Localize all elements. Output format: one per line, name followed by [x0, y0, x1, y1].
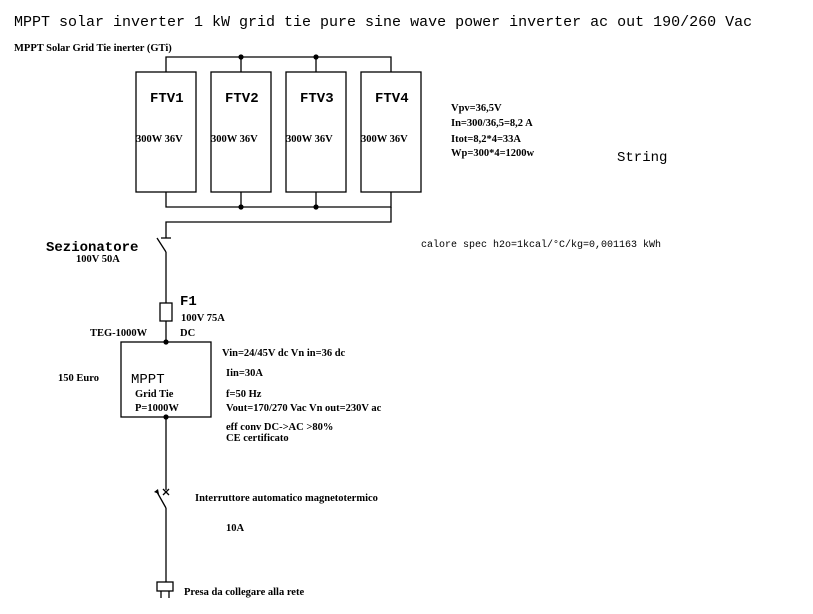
breaker-label: Interruttore automatico magnetotermico: [195, 493, 378, 504]
calc-line: Vpv=36,5V: [451, 103, 502, 114]
panel-name: FTV2: [225, 91, 259, 107]
panel-name: FTV1: [150, 91, 184, 107]
inverter-spec: Vout=170/270 Vac Vn out=230V ac: [226, 403, 382, 414]
inverter-spec: eff conv DC->AC >80%: [226, 422, 333, 433]
fuse-label: F1: [180, 294, 197, 310]
diagram-subtitle: MPPT Solar Grid Tie inerter (GTi): [14, 43, 172, 54]
inverter-box: [120, 341, 212, 418]
inverter-price: 150 Euro: [58, 373, 99, 384]
disconnector-label: Sezionatore: [46, 240, 138, 256]
panel-rating: 300W 36V: [136, 134, 183, 145]
inverter-name: MPPT: [131, 372, 165, 388]
inverter-spec: Vin=24/45V dc Vn in=36 dc: [222, 348, 346, 359]
panel-name: FTV4: [375, 91, 409, 107]
note-specific-heat: calore spec h2o=1kcal/°C/kg=0,001163 kWh: [421, 239, 661, 251]
inverter-power: P=1000W: [135, 403, 179, 414]
inverter-spec: f=50 Hz: [226, 389, 262, 400]
socket-symbol: [156, 581, 174, 598]
diagram-title: MPPT solar inverter 1 kW grid tie pure s…: [14, 14, 752, 31]
panel-rating: 300W 36V: [286, 134, 333, 145]
panel-rating: 300W 36V: [211, 134, 258, 145]
inverter-model: TEG-1000W: [90, 328, 148, 339]
pv-panel-ftv2: FTV2 300W 36V: [210, 71, 272, 193]
inverter-spec: Iin=30A: [226, 368, 263, 379]
pv-panel-ftv1: FTV1 300W 36V: [135, 71, 197, 193]
pv-panel-ftv3: FTV3 300W 36V: [285, 71, 347, 193]
socket-label: Presa da collegare alla rete: [184, 587, 304, 598]
disconnector-rating: 100V 50A: [76, 254, 120, 265]
panel-name: FTV3: [300, 91, 334, 107]
calc-line: Wp=300*4=1200w: [451, 148, 535, 159]
string-label: String: [617, 150, 667, 166]
wiring: [156, 54, 392, 582]
breaker-rating: 10A: [226, 523, 245, 534]
calc-line: In=300/36,5=8,2 A: [451, 118, 533, 129]
fuse-symbol: [159, 302, 173, 322]
breaker-symbol: [154, 488, 170, 496]
calc-line: Itot=8,2*4=33A: [451, 134, 521, 145]
inverter-spec: CE certificato: [226, 433, 289, 444]
pv-panel-ftv4: FTV4 300W 36V: [360, 71, 422, 193]
fuse-rating: 100V 75A: [181, 313, 225, 324]
panel-rating: 300W 36V: [361, 134, 408, 145]
inverter-type: Grid Tie: [135, 389, 174, 400]
dc-label: DC: [180, 328, 195, 339]
